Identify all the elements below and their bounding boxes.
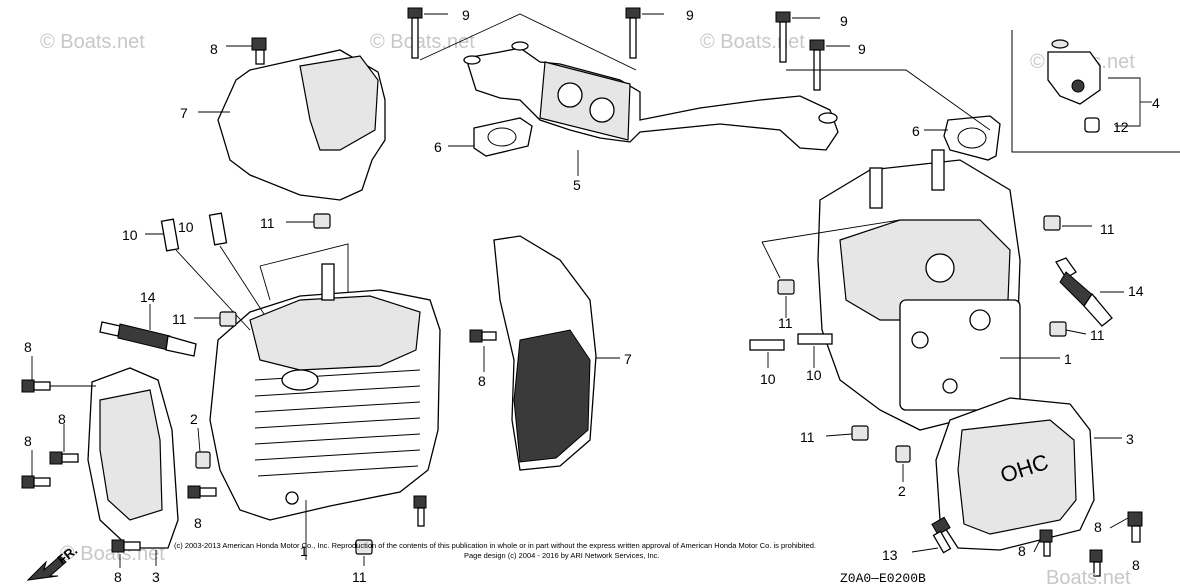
nut [1049,321,1067,337]
callout-14: 14 [140,289,156,305]
callout-13: 13 [882,547,898,563]
bolt [1039,529,1053,557]
nut [1043,215,1061,231]
flange-bolts-lower-left [187,485,427,527]
nut [219,311,237,327]
callout-8: 8 [24,433,32,449]
callout-8: 8 [1132,557,1140,573]
cylinder-head-part-1-right [761,149,1060,431]
callout-3: 3 [152,569,160,585]
callout-2: 2 [190,411,198,427]
bolt [187,485,217,499]
bolts-part-9 [407,7,991,131]
callout-14: 14 [1128,283,1144,299]
callout-9: 9 [462,7,470,23]
bolt [49,451,79,465]
callout-11: 11 [172,311,187,327]
callout-7: 7 [624,351,632,367]
bolt [413,495,427,527]
footer: (c) 2003-2013 American Honda Motor Co., … [174,541,1131,588]
callout-10: 10 [122,227,138,243]
nut [313,213,331,229]
callout-10: 10 [760,371,776,387]
bolt [21,475,51,489]
bolt [1127,511,1143,543]
nut [355,539,373,555]
callout-3: 3 [1126,431,1134,447]
callout-11: 11 [260,215,275,231]
callout-10: 10 [178,219,194,235]
callout-6: 6 [434,139,442,155]
bolt [21,379,51,393]
callout-8: 8 [1018,543,1026,559]
gasket-part-6-left [448,117,533,157]
callout-11: 11 [778,315,793,331]
callout-6: 6 [912,123,920,139]
cylinder-head-part-1-left [209,243,441,560]
callout-5: 5 [573,177,581,193]
callout-8: 8 [478,373,486,389]
watermark: © Boats.net [40,31,145,53]
head-cover-part-3-right: OHC [935,397,1122,551]
nut [777,279,795,295]
bolt [407,7,423,59]
callout-8: 8 [1094,519,1102,535]
diagram-code: Z0A0—E0200B [840,571,926,586]
callout-11: 11 [1090,327,1105,343]
shroud-part-7-top [198,49,386,201]
callout-11: 11 [352,569,367,585]
head-cover-part-3-left [87,367,179,566]
nut [851,425,869,441]
callout-8: 8 [24,339,32,355]
bolt [809,39,825,91]
callout-9: 9 [840,13,848,29]
bolt [775,11,791,63]
bolt [111,539,141,553]
copyright-line-1: (c) 2003-2013 American Honda Motor Co., … [174,541,816,550]
stud-bolts-part-10 [145,212,833,368]
callout-1: 1 [1064,351,1072,367]
callout-12: 12 [1113,119,1129,135]
callout-8: 8 [58,411,66,427]
bolts-part-8 [21,37,1143,577]
callouts: 9 9 9 9 8 7 6 6 5 4 12 11 11 10 10 14 14… [24,7,1160,585]
bolt [469,329,497,343]
bolt [251,37,267,65]
spark-plug-part-14-right [1055,257,1124,327]
watermark: © Boats.net [370,31,475,53]
callout-10: 10 [806,367,822,383]
watermark: © Boats.net [700,31,805,53]
o-ring-part-12 [1084,117,1100,133]
callout-4: 4 [1152,95,1160,111]
bolt [1089,549,1103,577]
callout-9: 9 [686,7,694,23]
callout-11: 11 [1100,221,1115,237]
inset-box-part-4 [1011,30,1180,153]
shroud-part-7-center [493,235,620,471]
watermark: Boats.net [1046,567,1131,588]
callout-8: 8 [210,41,218,57]
nuts-part-11 [194,213,1092,566]
callout-8: 8 [194,515,202,531]
dowels-part-2 [195,427,911,482]
bolt-part-13 [911,516,952,554]
callout-1: 1 [300,543,308,559]
copyright-line-2: Page design (c) 2004 - 2016 by ARI Netwo… [464,551,660,560]
callout-2: 2 [898,483,906,499]
bolt [625,7,641,59]
callout-11: 11 [800,429,815,445]
callout-9: 9 [858,41,866,57]
callout-8: 8 [114,569,122,585]
intake-manifold-part-5 [463,41,839,176]
callout-7: 7 [180,105,188,121]
spark-plug-part-14-left [99,304,197,357]
